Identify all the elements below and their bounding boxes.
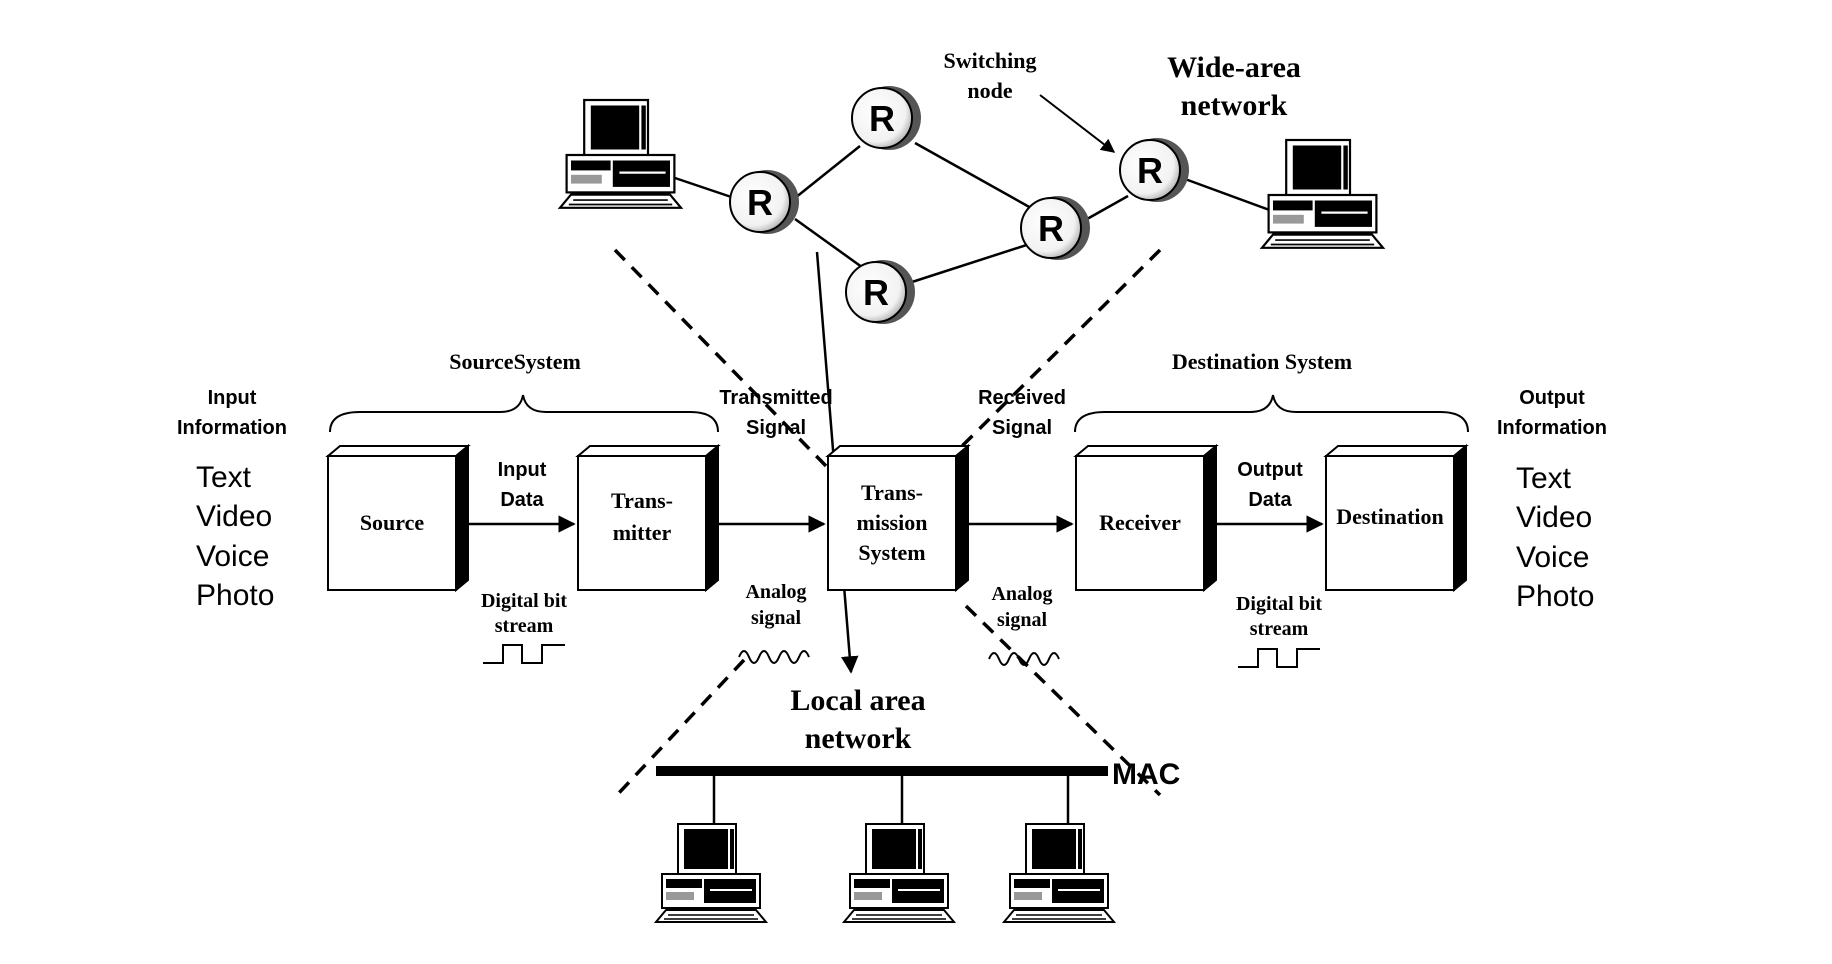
- receiver-box: Receiver: [1073, 443, 1219, 593]
- input-information-label-line2: Information: [177, 417, 287, 439]
- received-signal-label-line1: Received: [978, 387, 1066, 409]
- output-information-label-line1: Output: [1519, 387, 1585, 409]
- output-media-item: Video: [1516, 501, 1592, 534]
- transmitter-box-label-line1: Trans-: [611, 488, 673, 513]
- analog-signal-left-line2: signal: [751, 607, 801, 629]
- input-media-list: Text Video Voice Photo: [196, 461, 274, 612]
- router-label: R: [869, 98, 895, 139]
- destination-system-brace: [1074, 394, 1469, 433]
- wan-link: [794, 217, 867, 272]
- router-label: R: [863, 272, 889, 313]
- digital-waveform-left: [483, 644, 565, 664]
- input-media-item: Video: [196, 500, 272, 533]
- input-media-item: Voice: [196, 540, 269, 573]
- router-label: R: [747, 182, 773, 223]
- router-1: R: [729, 170, 799, 234]
- router-2: R: [851, 86, 921, 150]
- analog-signal-left-line1: Analog: [745, 581, 806, 603]
- zoom-dashed-line-wan-right: [956, 248, 1162, 452]
- lan-computer-2: [843, 823, 955, 923]
- output-media-item: Voice: [1516, 541, 1589, 574]
- source-box: Source: [325, 443, 471, 593]
- transmitter-box: Trans- mitter: [575, 443, 721, 593]
- router-label: R: [1038, 208, 1064, 249]
- input-media-item: Text: [196, 461, 252, 494]
- router-label: R: [1137, 150, 1163, 191]
- lan-computer-3: [1003, 823, 1115, 923]
- received-signal-label-line2: Signal: [992, 417, 1052, 439]
- analog-waveform-right: [988, 652, 1060, 666]
- transmission-system-box: Trans- mission System: [825, 443, 971, 593]
- output-media-item: Text: [1516, 462, 1572, 495]
- switching-node-arrow: [1039, 94, 1116, 153]
- input-data-label-line1: Input: [498, 459, 547, 481]
- lan-bus: [656, 766, 1108, 776]
- wan-link: [1184, 177, 1276, 214]
- wan-title-line2: network: [1181, 89, 1288, 122]
- analog-signal-right-line2: signal: [997, 609, 1047, 631]
- analog-signal-right-line1: Analog: [991, 583, 1052, 605]
- digital-bit-stream-left-line2: stream: [495, 615, 554, 637]
- output-data-label-line1: Output: [1237, 459, 1303, 481]
- zoom-dashed-line-lan-left: [615, 658, 746, 797]
- switching-node-label-line2: node: [967, 78, 1012, 103]
- output-media-item: Photo: [1516, 580, 1594, 613]
- wan-computer-left: [558, 98, 683, 209]
- destination-box: Destination: [1323, 443, 1469, 593]
- wan-link: [911, 238, 1043, 284]
- transmission-box-label-line3: System: [858, 540, 925, 565]
- router-3: R: [845, 260, 915, 324]
- wan-computer-right: [1260, 138, 1385, 249]
- transmission-box-label-line2: mission: [857, 510, 928, 535]
- lan-title-line1: Local area: [790, 684, 925, 717]
- output-information-label-line2: Information: [1497, 417, 1607, 439]
- source-system-label: SourceSystem: [449, 349, 581, 374]
- analog-waveform-left: [738, 650, 810, 664]
- digital-bit-stream-right-line1: Digital bit: [1236, 593, 1322, 615]
- transmission-box-label-line1: Trans-: [861, 480, 923, 505]
- input-media-item: Photo: [196, 579, 274, 612]
- wan-link: [914, 141, 1041, 215]
- zoom-dashed-line-wan-left: [613, 248, 828, 468]
- lan-title-line2: network: [805, 722, 912, 755]
- digital-waveform-right: [1238, 648, 1320, 668]
- destination-system-label: Destination System: [1172, 349, 1352, 374]
- digital-bit-stream-right-line2: stream: [1250, 618, 1309, 640]
- mac-label: MAC: [1112, 758, 1180, 791]
- input-data-label-line2: Data: [500, 489, 544, 511]
- input-information-label-line1: Input: [208, 387, 257, 409]
- wan-title-line1: Wide-area: [1167, 51, 1301, 84]
- destination-box-label: Destination: [1336, 504, 1444, 529]
- router-5: R: [1119, 138, 1189, 202]
- wan-link: [794, 145, 861, 199]
- transmitted-signal-label-line2: Signal: [746, 417, 806, 439]
- digital-bit-stream-left-line1: Digital bit: [481, 590, 567, 612]
- output-media-list: Text Video Voice Photo: [1516, 462, 1594, 613]
- source-box-label: Source: [360, 510, 425, 535]
- lan-computer-1: [655, 823, 767, 923]
- receiver-box-label: Receiver: [1099, 510, 1181, 535]
- transmitter-box-label-line2: mitter: [613, 520, 672, 545]
- router-4: R: [1020, 196, 1090, 260]
- switching-node-label-line1: Switching: [944, 48, 1037, 73]
- source-system-brace: [329, 394, 719, 433]
- transmitted-signal-label-line1: Transmitted: [719, 387, 832, 409]
- output-data-label-line2: Data: [1248, 489, 1292, 511]
- zoom-dashed-line-lan-right: [964, 604, 1162, 797]
